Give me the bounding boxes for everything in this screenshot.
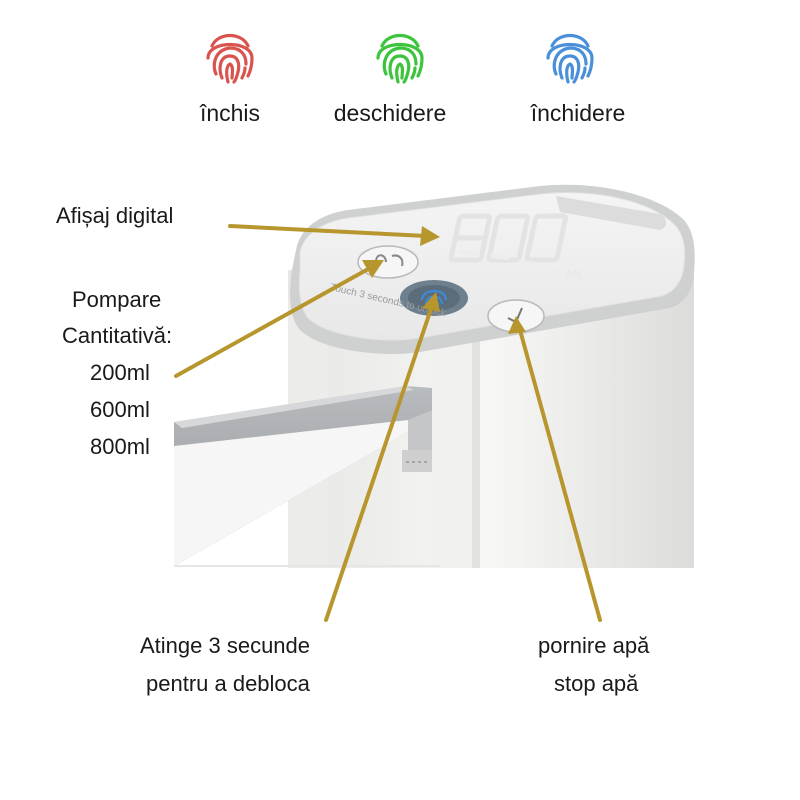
callout-display: Afișaj digital bbox=[56, 203, 174, 228]
callout-pump-option-600: 600ml bbox=[90, 397, 150, 422]
legend-label-closing: închidere bbox=[530, 100, 626, 126]
callout-touch-line-2: pentru a debloca bbox=[146, 671, 310, 696]
callout-pump-option-800: 800ml bbox=[90, 434, 150, 459]
fingerprint-red-icon bbox=[198, 24, 262, 88]
callout-pump-option-200: 200ml bbox=[90, 360, 150, 385]
annotation-arrows bbox=[174, 224, 602, 622]
legend-label-opening: deschidere bbox=[333, 100, 447, 126]
callout-pump-title-1: Pompare bbox=[72, 287, 162, 312]
legend-label-locked: închis bbox=[199, 100, 261, 126]
display-unit: ML bbox=[566, 266, 587, 283]
fingerprint-blue-icon bbox=[538, 24, 602, 88]
callout-touch-line-1: Atinge 3 secunde bbox=[140, 633, 311, 658]
fingerprint-green-icon bbox=[368, 24, 432, 88]
control-panel bbox=[298, 192, 686, 341]
callout-pump-title-2: Cantitativă: bbox=[62, 323, 173, 348]
callout-water-line-1: pornire apă bbox=[538, 633, 650, 658]
digital-display bbox=[448, 213, 568, 263]
callout-water-line-2: stop apă bbox=[554, 671, 639, 696]
